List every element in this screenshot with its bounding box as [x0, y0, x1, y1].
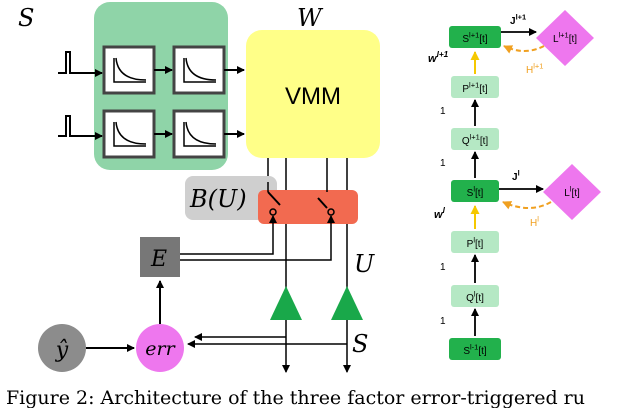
node-s-bot-label: Sl-1[t]: [463, 343, 487, 358]
node-s-bot: [449, 338, 501, 360]
edge-w-top: wl+1: [428, 50, 449, 65]
error-gate-box: [140, 237, 180, 277]
vmm-label: VMM: [285, 83, 341, 110]
target-node: [38, 324, 86, 372]
label-U: U: [354, 250, 375, 278]
edge-w-mid: wl: [434, 206, 446, 221]
error-gate-label: E: [150, 247, 167, 272]
label-S-bottom: S: [352, 330, 368, 358]
error-node: [136, 324, 184, 372]
label-W: W: [297, 4, 324, 32]
edge-one-1: 1: [440, 106, 446, 117]
edge-one-3: 1: [440, 262, 446, 273]
edge-j-mid: Jl: [512, 169, 520, 184]
loss-mid-label: Ll[t]: [564, 185, 580, 200]
node-q-mid: [451, 285, 499, 307]
b-u-label: B(U): [189, 185, 247, 213]
neuron-triangle-left: [270, 286, 302, 320]
spike-icon-bottom: [58, 115, 74, 137]
edge-h-mid: Hl: [530, 215, 539, 230]
node-q-mid-label: Ql[t]: [466, 290, 484, 305]
filter-q-bottom: [102, 109, 156, 159]
vmm-block: [246, 30, 380, 158]
node-s-mid-label: Sl[t]: [467, 185, 484, 200]
edge-j-top: Jl+1: [510, 13, 526, 28]
loss-top-label: Ll+1[t]: [553, 31, 577, 46]
node-s-top: [449, 26, 501, 48]
right-layer-graph: Sl+1[t] Ll+1[t] Jl+1 Hl+1 wl+1 Pl+1[t] 1…: [428, 10, 601, 360]
filter-q-top: [102, 45, 156, 95]
edge-one-4: 1: [440, 316, 446, 327]
figure-caption: Figure 2: Architecture of the three fact…: [6, 387, 585, 408]
filter-p-bottom: [172, 109, 226, 159]
node-p-mid-label: Pl[t]: [467, 236, 484, 251]
target-label: ŷ: [55, 338, 69, 363]
filter-p-top: [172, 45, 226, 95]
node-s-mid: [451, 180, 499, 202]
node-p-top-label: Pl+1[t]: [462, 81, 487, 96]
loss-top: [536, 10, 594, 66]
node-p-mid: [451, 231, 499, 253]
neuron-triangle-right: [331, 286, 363, 320]
b-u-box: [185, 176, 277, 220]
spike-icon-top: [58, 51, 74, 74]
node-q-top-label: Ql+1[t]: [462, 133, 489, 148]
edge-h-top: Hl+1: [526, 62, 543, 77]
label-S: S: [18, 4, 34, 32]
edge-one-2: 1: [440, 158, 446, 169]
node-p-top: [451, 76, 499, 98]
error-label: err: [145, 338, 176, 360]
left-architecture: S Q P W: [18, 2, 380, 373]
node-s-top-label: Sl+1[t]: [462, 31, 487, 46]
node-q-top: [451, 128, 499, 150]
loss-mid: [543, 164, 601, 220]
